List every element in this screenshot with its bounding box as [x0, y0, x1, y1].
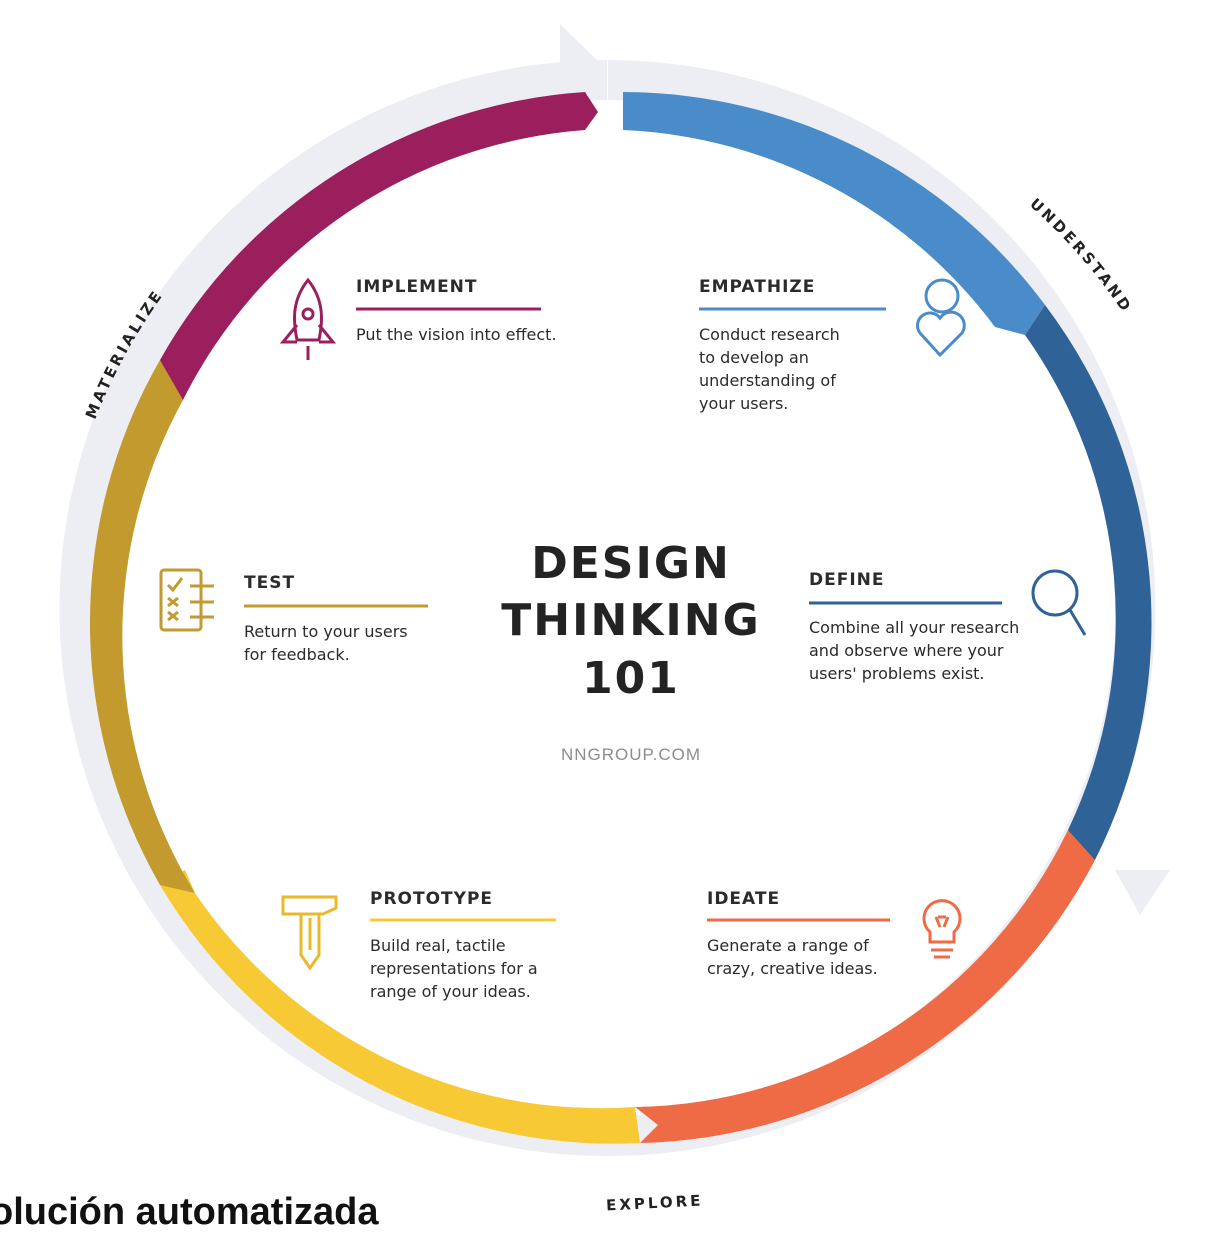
stage-ideate-desc-1: Generate a range of — [707, 936, 869, 955]
rocket-icon — [279, 277, 337, 360]
title-line-1: DESIGN — [531, 538, 731, 589]
magnifier-icon — [1031, 569, 1087, 636]
ring-segment-empathize — [623, 92, 1045, 335]
stage-ideate-desc-2: crazy, creative ideas. — [707, 959, 878, 978]
outer-ring-arrow-right — [1115, 870, 1170, 915]
stage-define-desc-3: users' problems exist. — [809, 664, 985, 683]
stage-test-desc-1: Return to your users — [244, 622, 408, 641]
stage-prototype: PROTOTYPE Build real, tactile representa… — [281, 889, 556, 1001]
stage-define-desc-1: Combine all your research — [809, 618, 1019, 637]
bottom-caption-text: olución automatizada — [0, 1191, 379, 1233]
ring-segment-prototype — [160, 870, 640, 1144]
stage-empathize-desc-1: Conduct research — [699, 325, 840, 344]
stage-implement-title: IMPLEMENT — [356, 277, 478, 297]
stage-implement: IMPLEMENT Put the vision into effect. — [279, 277, 557, 360]
hammer-pencil-icon — [281, 895, 338, 971]
stage-test: TEST Return to your users for feedback. — [159, 568, 428, 664]
stage-empathize-desc-2: to develop an — [699, 348, 809, 367]
stage-ideate-title: IDEATE — [707, 889, 780, 909]
site-label: NNGROUP.COM — [561, 745, 701, 764]
person-heart-icon — [916, 278, 966, 358]
stage-prototype-desc-3: range of your ideas. — [370, 982, 531, 1001]
stage-empathize-desc-3: understanding of — [699, 371, 836, 390]
stage-prototype-desc-1: Build real, tactile — [370, 936, 506, 955]
stage-test-desc-2: for feedback. — [244, 645, 350, 664]
stage-empathize-title: EMPATHIZE — [699, 277, 815, 297]
ring-segment-test — [89, 360, 195, 893]
outer-ring-arrow-top — [560, 24, 605, 112]
stage-empathize-desc-4: your users. — [699, 394, 788, 413]
ring-segment-ideate — [635, 830, 1095, 1143]
stage-implement-desc-1: Put the vision into effect. — [356, 325, 557, 344]
stage-define-desc-2: and observe where your — [809, 641, 1004, 660]
ring-segment-define — [1025, 305, 1152, 860]
stage-define-title: DEFINE — [809, 570, 885, 590]
stage-prototype-title: PROTOTYPE — [370, 889, 493, 909]
stage-prototype-desc-2: representations for a — [370, 959, 538, 978]
stage-empathize: EMPATHIZE Conduct research to develop an… — [699, 277, 966, 413]
title-line-3: 101 — [582, 653, 680, 704]
phase-label-explore: EXPLORE — [606, 1191, 704, 1214]
stage-define: DEFINE Combine all your research and obs… — [809, 569, 1087, 683]
stage-ideate: IDEATE Generate a range of crazy, creati… — [707, 889, 962, 978]
lightbulb-icon — [922, 899, 962, 959]
ring-segment-implement — [160, 92, 598, 400]
checklist-icon — [159, 568, 214, 632]
title-line-2: THINKING — [501, 595, 760, 646]
stage-test-title: TEST — [244, 573, 295, 593]
